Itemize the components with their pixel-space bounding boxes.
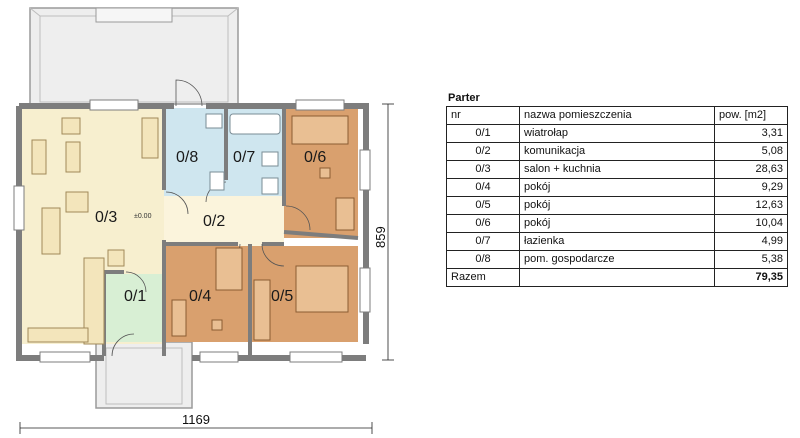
row-nr: 0/2 [446,142,520,161]
room-label-0-8: 0/8 [176,149,198,166]
row-area: 10,04 [714,214,788,233]
row-area: 5,08 [714,142,788,161]
bathroom-fixtures [205,113,281,195]
room-table-panel: Parter nr nazwa pomieszczenia pow. [m2] … [446,92,788,287]
table-title: Parter [448,92,480,104]
row-name: pokój [519,178,715,197]
total-area: 79,35 [714,268,788,287]
row-area: 12,63 [714,196,788,215]
row-name: pokój [519,214,715,233]
room-label-0-7: 0/7 [233,149,255,166]
room-label-0-5: 0/5 [271,288,293,305]
room-label-0-6: 0/6 [304,149,326,166]
terrace-bottom [95,341,193,409]
windows [13,99,371,363]
row-nr: 0/7 [446,232,520,251]
room-label-0-3: 0/3 [95,209,117,226]
table-total-row: Razem 79,35 [446,268,788,287]
row-name: pom. gospodarcze [519,250,715,269]
row-nr: 0/6 [446,214,520,233]
row-nr: 0/4 [446,178,520,197]
row-nr: 0/3 [446,160,520,179]
room-label-0-1: 0/1 [124,288,146,305]
row-name: łazienka [519,232,715,251]
row-area: 9,29 [714,178,788,197]
row-name: komunikacja [519,142,715,161]
header-name: nazwa pomieszczenia [519,106,715,125]
room-0-1-area [104,274,164,342]
row-name: pokój [519,196,715,215]
floor-plan: 0/1 0/2 0/3 0/4 0/5 0/6 0/7 0/8 ±0.00 11… [13,7,394,434]
furniture [27,117,159,345]
row-nr: 0/1 [446,124,520,143]
bedroom-furniture [171,115,355,341]
total-label: Razem [446,268,520,287]
row-nr: 0/8 [446,250,520,269]
header-nr: nr [446,106,520,125]
row-area: 28,63 [714,160,788,179]
room-label-0-4: 0/4 [189,288,211,305]
row-area: 3,31 [714,124,788,143]
level-mark: ±0.00 [134,213,152,220]
header-area: pow. [m2] [714,106,788,125]
dimension-height: 859 [373,226,388,248]
row-area: 5,38 [714,250,788,269]
row-nr: 0/5 [446,196,520,215]
table-header-row: nr nazwa pomieszczenia pow. [m2] [446,106,788,125]
terrace-top [29,7,239,105]
row-area: 4,99 [714,232,788,251]
room-label-0-2: 0/2 [203,213,225,230]
row-name: wiatrołap [519,124,715,143]
row-name: salon + kuchnia [519,160,715,179]
dimension-width: 1169 [182,412,210,427]
room-0-2-area [164,196,284,246]
total-empty [519,268,715,287]
dimension-lines [19,103,394,434]
inner-walls [102,108,359,356]
